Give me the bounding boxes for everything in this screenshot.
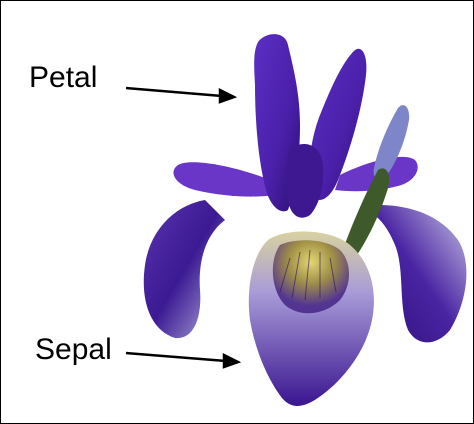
petal-middle <box>286 144 323 218</box>
sepal-right <box>370 205 466 342</box>
petal-label: Petal <box>29 63 97 93</box>
style-arm-left <box>173 162 275 196</box>
sepal-label: Sepal <box>35 335 112 365</box>
sepal-left <box>144 200 225 338</box>
